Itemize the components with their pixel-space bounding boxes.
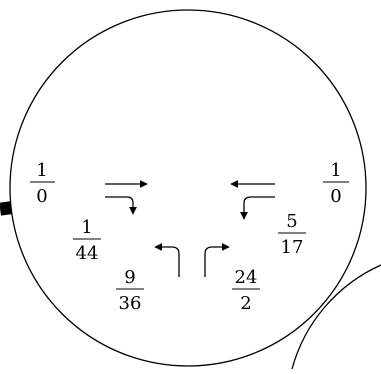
fraction-bottom-right: 24 2 <box>232 267 260 314</box>
arrow-pair-top-right <box>230 180 275 220</box>
fraction-denominator: 0 <box>36 186 47 207</box>
fraction-numerator: 24 <box>235 267 258 288</box>
fraction-numerator: 9 <box>124 267 135 288</box>
fraction-denominator: 0 <box>330 186 341 207</box>
fraction-denominator: 36 <box>119 293 142 314</box>
arrow-turn-down-left-group <box>105 196 137 215</box>
fraction-left-edge: 1 0 <box>30 160 55 207</box>
fraction-numerator: 5 <box>286 211 297 232</box>
arrow-pair-bottom <box>154 243 230 277</box>
fraction-numerator: 1 <box>36 160 47 181</box>
fraction-right-edge: 1 0 <box>323 160 349 207</box>
left-edge-tab <box>0 201 12 216</box>
fraction-left-mid: 1 44 <box>73 217 101 264</box>
adjacent-circle-arc <box>291 264 381 370</box>
fraction-numerator: 1 <box>330 160 341 181</box>
arrow-up-turn-right <box>204 243 230 277</box>
arrow-turn-down-right-group <box>240 196 275 220</box>
fraction-denominator: 17 <box>281 237 304 258</box>
fraction-bottom-left: 9 36 <box>116 267 144 314</box>
main-circle <box>9 9 367 367</box>
fraction-right-mid: 5 17 <box>278 211 306 258</box>
fraction-numerator: 1 <box>81 217 92 238</box>
fraction-denominator: 44 <box>76 243 99 264</box>
arrow-up-turn-left <box>154 243 180 277</box>
fraction-denominator: 2 <box>240 293 251 314</box>
arrow-pair-top-left <box>105 180 148 215</box>
